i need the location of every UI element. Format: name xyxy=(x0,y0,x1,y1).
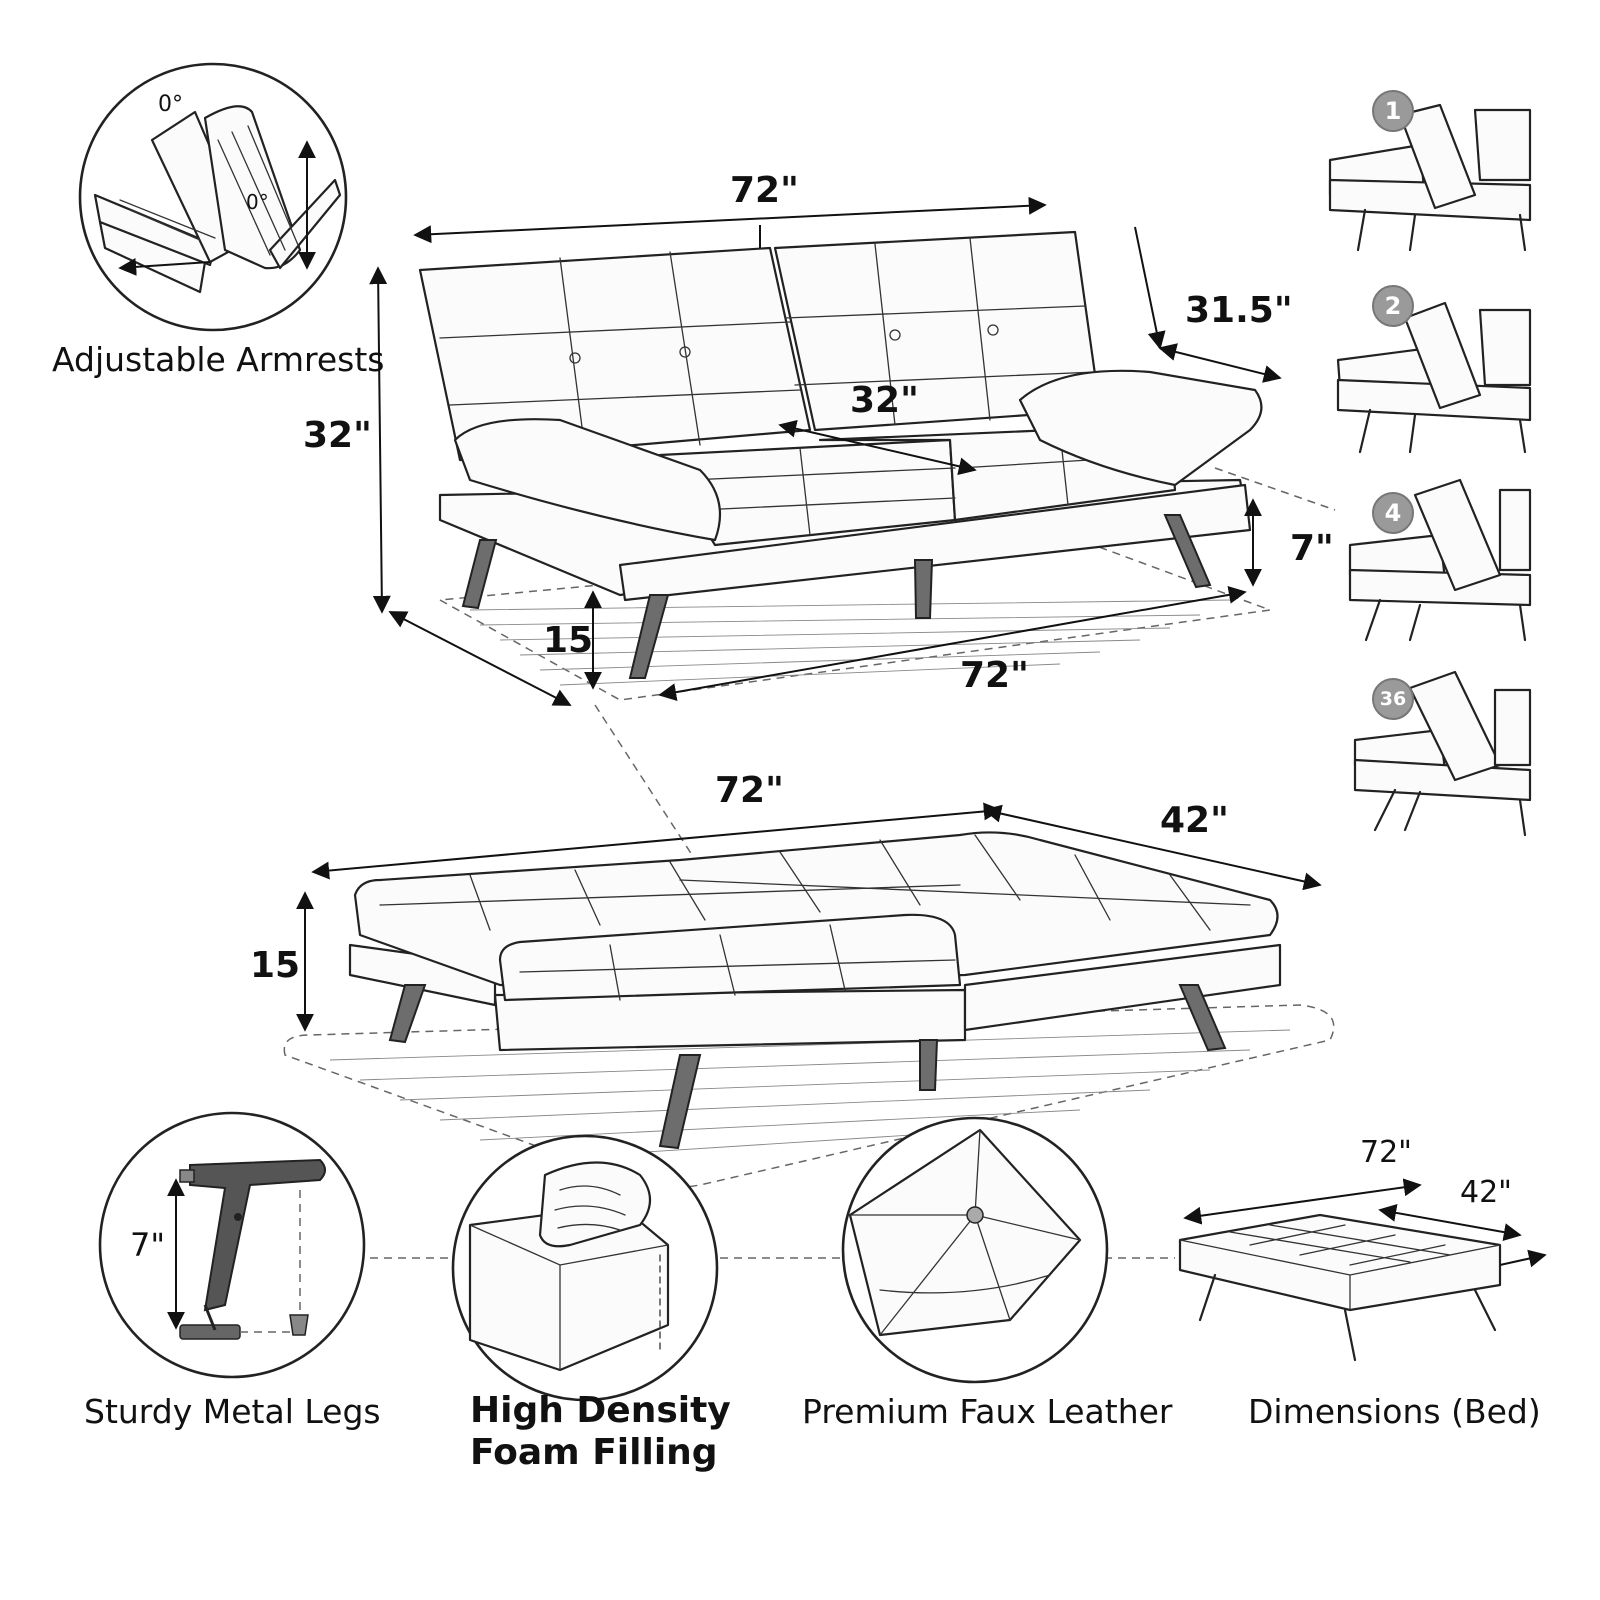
bed-leg-right xyxy=(1178,984,1227,1052)
dim-sofa-front xyxy=(658,585,1247,702)
position-2 xyxy=(1336,301,1532,454)
seat-depth-label: 32" xyxy=(850,380,919,421)
armrest-left xyxy=(453,418,722,542)
bed-dimensions-thumbnail xyxy=(1178,1178,1547,1362)
armrest-angle-mid: 0° xyxy=(246,190,269,214)
bed-dimension-lines xyxy=(296,802,1322,1032)
bed-leg-middle xyxy=(919,1039,939,1091)
position-badge-2: 2 xyxy=(1372,285,1414,327)
bed-leg-left xyxy=(388,984,427,1044)
dim-sofa-width xyxy=(413,196,1047,244)
dim-sofa-depth xyxy=(1158,343,1282,383)
seat-height-label: 15 xyxy=(543,620,594,661)
bed-dims-caption: Dimensions (Bed) xyxy=(1248,1392,1541,1431)
bed-flat-drawing xyxy=(283,831,1335,1189)
legs-dimension-label: 7" xyxy=(130,1226,166,1264)
position-3 xyxy=(1348,478,1532,642)
dim-sofa-depth-up xyxy=(1134,226,1166,350)
position-1 xyxy=(1328,103,1532,252)
dim-sofa-height xyxy=(369,266,391,614)
armrest-caption: Adjustable Armrests xyxy=(52,340,385,379)
armrest-angle-top: 0° xyxy=(158,92,183,117)
foam-caption-line2: Foam Filling xyxy=(470,1432,718,1473)
bed-cushion-front xyxy=(498,913,962,1002)
foam-caption: High Density Foam Filling xyxy=(470,1390,731,1474)
position-badge-3: 4 xyxy=(1372,492,1414,534)
dim-bed-depth xyxy=(983,804,1322,891)
sofa-height-label: 32" xyxy=(303,415,372,456)
bed-height-label: 15 xyxy=(250,945,301,986)
sofa-front-width-label: 72" xyxy=(960,655,1029,696)
sofa-upright-drawing xyxy=(418,230,1271,701)
bed-leg-front xyxy=(658,1054,702,1150)
bed-depth-label: 42" xyxy=(1160,800,1229,841)
position-badge-4: 36 xyxy=(1372,678,1414,720)
foam-filling-circle xyxy=(451,1134,719,1402)
dim-seat-depth xyxy=(778,419,977,476)
bed-thumb-width-label: 72" xyxy=(1360,1135,1412,1170)
position-badge-1: 1 xyxy=(1372,90,1414,132)
legs-caption: Sturdy Metal Legs xyxy=(84,1392,381,1431)
metal-legs-circle xyxy=(98,1111,366,1379)
armrest-detail-circle xyxy=(78,62,348,332)
dim-sofa-side xyxy=(388,611,572,706)
faux-leather-circle xyxy=(841,1116,1109,1384)
sofa-leg-back-left xyxy=(461,539,498,610)
sofa-leg-right xyxy=(1163,514,1212,589)
armrest-right xyxy=(1018,369,1263,487)
leg-height-label: 7" xyxy=(1290,528,1334,569)
sofa-width-label: 72" xyxy=(730,170,799,211)
position-thumbnails xyxy=(1328,103,1532,837)
bed-thumb-depth-label: 42" xyxy=(1460,1175,1512,1210)
foam-caption-line1: High Density xyxy=(470,1390,731,1431)
bed-width-label: 72" xyxy=(715,770,784,811)
position-4 xyxy=(1353,670,1532,837)
bed-floor-shadow xyxy=(283,1004,1335,1189)
dim-bed-width xyxy=(311,802,1002,880)
sofa-leg-middle xyxy=(913,559,934,619)
leather-caption: Premium Faux Leather xyxy=(802,1392,1173,1431)
sofa-depth-label: 31.5" xyxy=(1185,290,1293,331)
